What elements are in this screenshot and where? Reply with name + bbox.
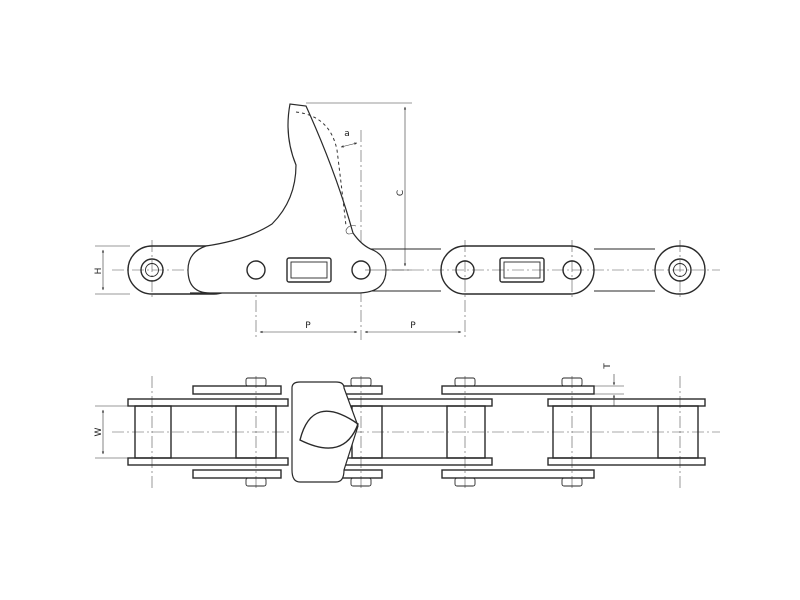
dimension-t-label: T [603,363,613,370]
pin-hole [562,260,582,280]
side-link-plate-middle [440,245,595,295]
side-view-centerlines [112,130,720,340]
dimension-c: C [306,102,412,271]
pin-hole [455,260,475,280]
dimension-h-label: H [94,268,104,275]
side-view-holes [140,258,692,282]
pin-hole [673,263,687,277]
dimension-pitch: P P [259,321,462,334]
slot [286,257,332,283]
pin-hole [145,263,159,277]
dimension-c-label: C [396,190,406,196]
dimension-w: W [94,405,135,459]
dimension-a: a [340,129,358,148]
dimension-w-label: W [94,427,104,436]
hook-attachment-link [187,103,387,294]
dimension-p-label-right: P [410,321,416,331]
dimension-h: H [94,245,130,295]
top-view: W T [94,363,720,490]
slot [503,261,541,279]
side-view: H C a P P [94,102,720,340]
top-hook-curve [299,410,359,449]
pin-hole [140,258,164,282]
dimension-p-label-left: P [305,321,311,331]
slot [290,261,328,279]
side-view-slots [286,257,545,283]
side-link-plate-right [654,245,706,295]
top-hook-attachment [291,381,359,483]
slot [499,257,545,283]
hook-hidden-edge [295,111,347,227]
hook-inner-curve [345,225,357,235]
pin-hole [668,258,692,282]
dimension-t: T [594,363,624,406]
dimension-a-label: a [344,129,350,139]
top-view-centerlines [112,376,720,490]
top-view-pin-heads [245,377,583,487]
pin-hole [246,260,266,280]
